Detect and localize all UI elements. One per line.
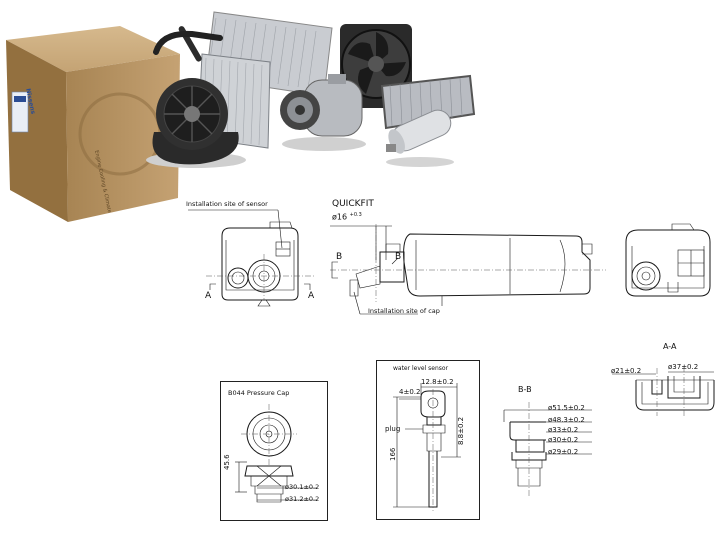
product-photo-collage: Nissens Engine Cooling & Climate — [0, 0, 480, 225]
product-box-image — [6, 26, 180, 222]
water-level-sensor-detail-box: water level sensor 12.8±0.2 4±0.2 8.8±0.… — [376, 360, 480, 520]
view-bb-title: B-B — [518, 385, 532, 394]
view-aa-drawing — [608, 358, 718, 418]
sensor-leader-line — [188, 209, 283, 249]
sensor-install-label: Installation site of sensor — [186, 200, 268, 208]
receiver-drier-image — [386, 109, 454, 167]
tank-side-view — [200, 200, 320, 310]
tank-front-view — [320, 222, 610, 312]
cap-dim-height: 45.6 — [223, 454, 231, 470]
cap-dim-d30: ø30.1±0.2 — [285, 483, 320, 491]
quickfit-label: QUICKFIT — [332, 199, 374, 209]
section-b-left-label: B — [336, 252, 343, 262]
aa-dim-d21: ø21±0.2 — [611, 367, 642, 375]
quickfit-tolerance-upper: +0.3 — [349, 212, 362, 218]
aa-dim-d37: ø37±0.2 — [668, 363, 699, 371]
quickfit-dimension: ø16 +0.3 — [332, 213, 362, 222]
cap-leader-line — [353, 291, 418, 315]
blower-motor-image — [146, 78, 246, 168]
pressure-cap-detail-box: B044 Pressure Cap 45.6 ø30.1±0.2 ø31.2±0… — [220, 381, 328, 521]
sensor-plug-label: plug — [385, 425, 401, 433]
sensor-dim-166: 166 — [389, 447, 397, 461]
section-a-right-label: A — [308, 291, 315, 301]
heater-core-image — [380, 74, 476, 130]
pipe-image — [153, 30, 223, 55]
bb-dim-d29: ø29±0.2 — [548, 448, 579, 456]
ac-compressor-image — [280, 74, 366, 151]
bb-dim-d33: ø33±0.2 — [548, 426, 579, 434]
view-aa-title: A-A — [663, 342, 677, 351]
quickfit-dimension-value: ø16 — [332, 212, 348, 222]
cap-dim-d31: ø31.2±0.2 — [285, 495, 320, 503]
cap-install-label: Installation site of cap — [368, 307, 440, 315]
sensor-dim-width: 12.8±0.2 — [421, 378, 454, 386]
view-bb-drawing — [500, 400, 620, 500]
bb-dim-d515: ø51.5±0.2 — [548, 404, 585, 412]
pressure-cap-title: B044 Pressure Cap — [228, 389, 290, 397]
water-level-sensor-title: water level sensor — [393, 365, 449, 372]
section-b-right-label: B — [395, 252, 402, 262]
bb-dim-d483: ø48.3±0.2 — [548, 416, 585, 424]
sensor-dim-4: 4±0.2 — [399, 388, 421, 396]
bb-dim-d30: ø30±0.2 — [548, 436, 579, 444]
pressure-cap-drawing — [235, 404, 317, 503]
tank-end-view — [620, 222, 715, 302]
section-a-left-label: A — [205, 291, 212, 301]
water-level-sensor-drawing — [393, 383, 461, 511]
sensor-dim-88: 8.8±0.2 — [457, 416, 465, 445]
